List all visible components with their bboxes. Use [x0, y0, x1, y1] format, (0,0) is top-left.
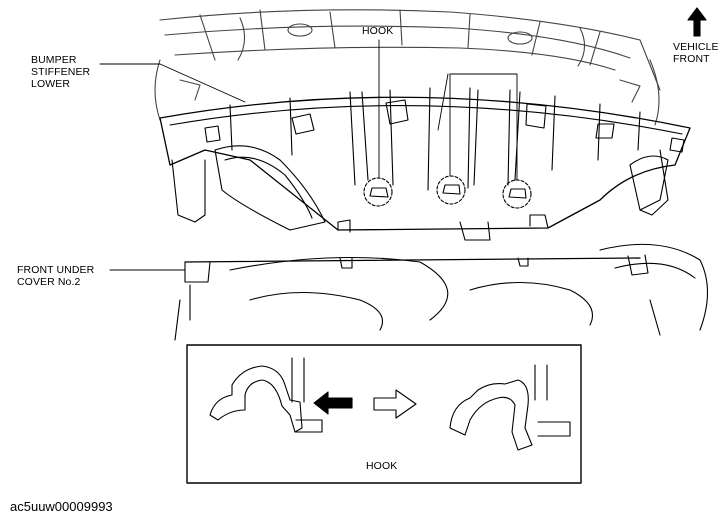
- label-bumper-stiffener-lower: BUMPER STIFFENER LOWER: [31, 54, 91, 90]
- hook-markers: [363, 175, 532, 209]
- hook-before-detail: [209, 357, 323, 433]
- label-front-under-cover: FRONT UNDER COVER No.2: [17, 264, 95, 288]
- result-arrow-icon: [373, 389, 417, 419]
- vehicle-front-arrow-icon: [687, 7, 707, 37]
- hook-detail-inset-box: [186, 344, 582, 484]
- front-under-cover-no2: [174, 243, 708, 341]
- label-hook-inset: HOOK: [366, 460, 398, 472]
- leader-lines: [99, 39, 518, 271]
- vehicle-body-structure: [154, 9, 661, 126]
- push-arrow-icon: [313, 391, 353, 415]
- label-hook-top: HOOK: [362, 25, 394, 37]
- hook-after-detail: [449, 364, 571, 451]
- bumper-stiffener-lower-panel: [159, 87, 691, 241]
- label-vehicle-front: VEHICLE FRONT: [673, 41, 719, 65]
- figure-code: ac5uuw00009993: [10, 499, 113, 514]
